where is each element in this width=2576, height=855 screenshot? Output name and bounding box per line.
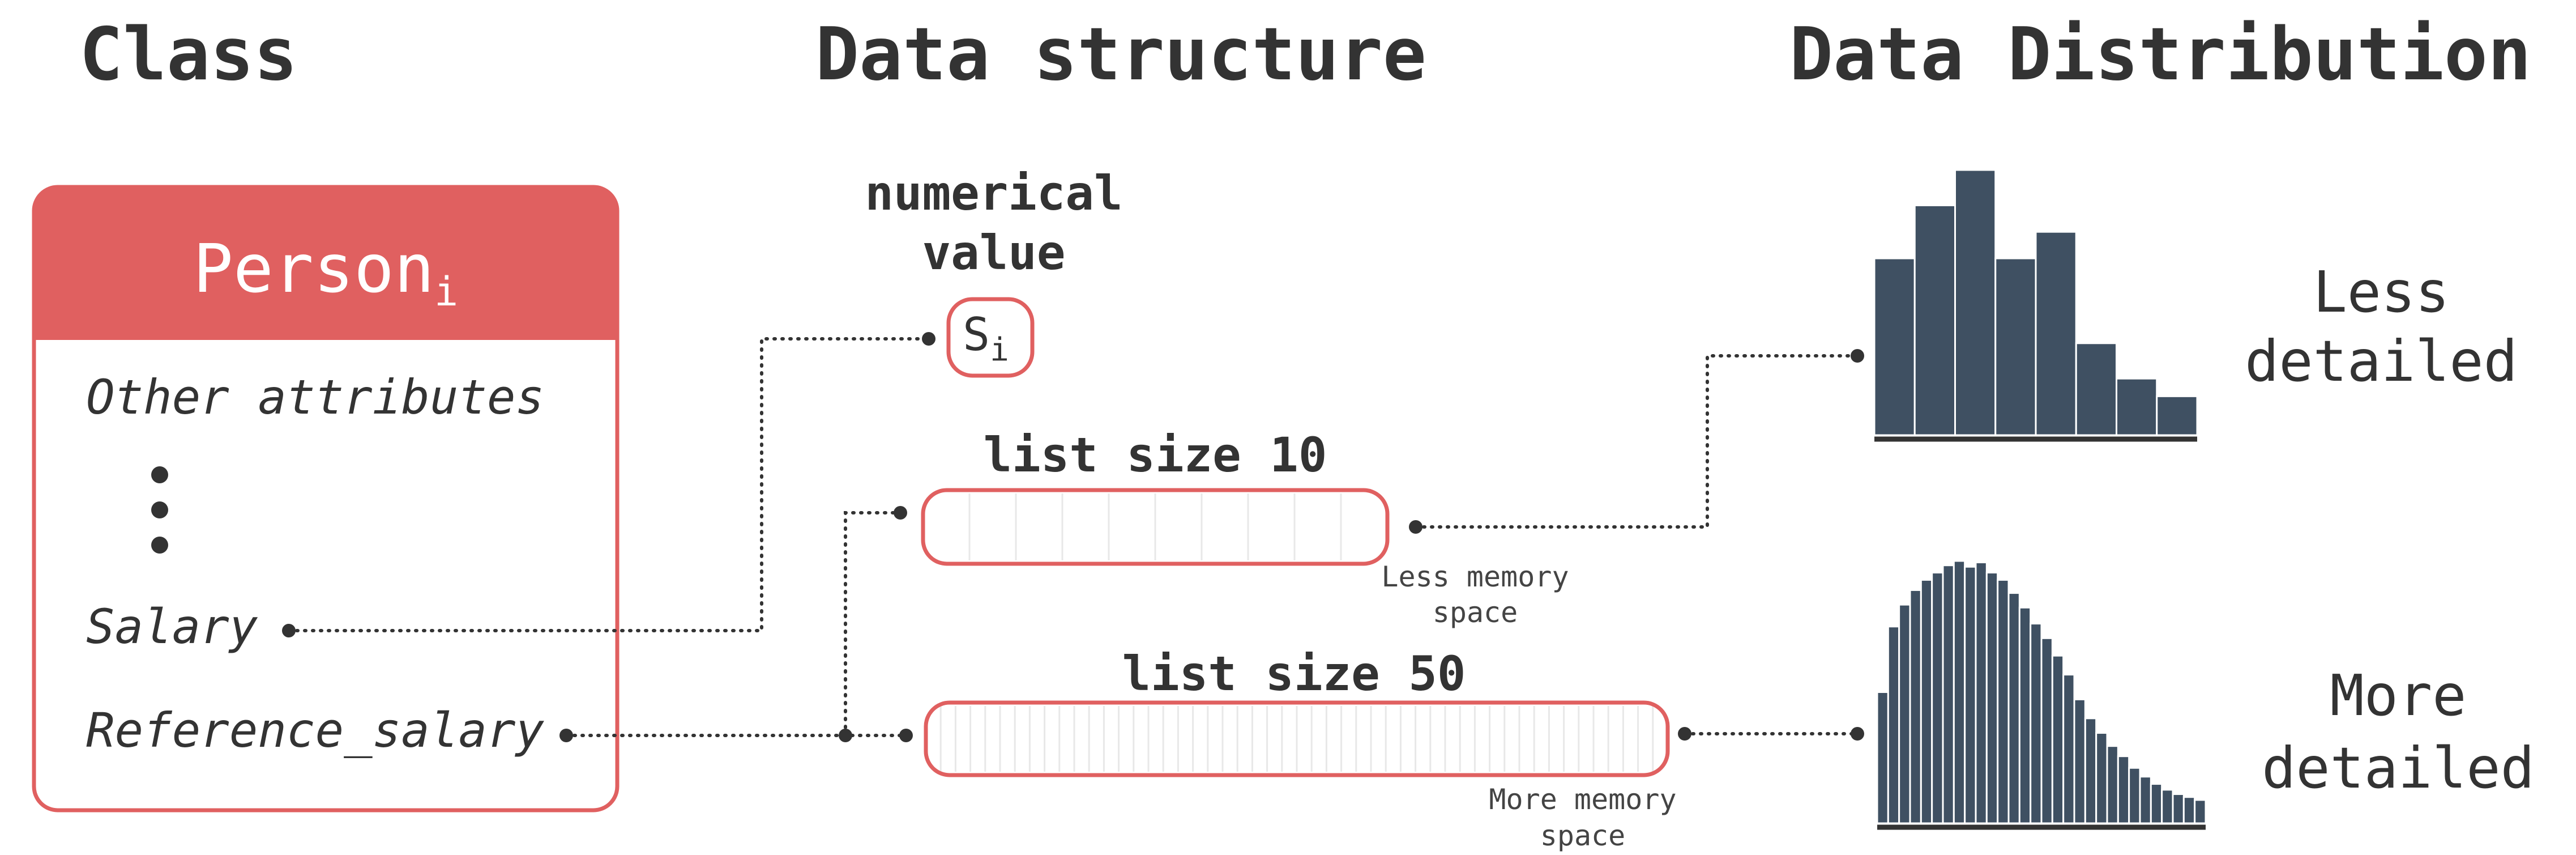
histogram-bar: [1985, 572, 1999, 824]
list-large-box: [924, 700, 1670, 777]
heading-data-distribution: Data Distribution: [1789, 12, 2531, 97]
list-large-label: list size 50: [1122, 646, 1466, 701]
histogram-bar: [2040, 637, 2053, 824]
histogram-bar: [2051, 654, 2065, 824]
connector-small-list-to-histogram: [1414, 354, 1859, 529]
connector-dot: [1851, 727, 1864, 741]
list-small-box: [921, 488, 1390, 566]
histogram-bar: [2062, 674, 2075, 824]
histogram-bar: [2018, 606, 2032, 824]
histogram-bar: [2030, 623, 2043, 824]
histogram-bar: [2150, 783, 2163, 824]
histogram-bar: [1898, 603, 1911, 824]
histogram-bar: [2117, 755, 2130, 824]
histogram-bar: [2116, 377, 2158, 436]
histogram-bar: [1954, 169, 1997, 436]
numerical-symbol-subscript: i: [990, 331, 1009, 368]
connector-dot: [559, 729, 573, 742]
histogram-bar: [1913, 204, 1956, 436]
class-title-subscript: i: [434, 269, 458, 315]
histogram-bar: [1876, 691, 1889, 824]
histogram-bar: [1997, 578, 2010, 824]
connector-dot: [1678, 727, 1691, 741]
histogram-bar: [2156, 395, 2198, 436]
connector-dot: [282, 624, 296, 637]
class-box: Personi Other attributes Salary Referenc…: [32, 185, 620, 813]
histogram-bar: [2106, 745, 2119, 824]
histogram-bar: [2073, 698, 2086, 824]
histogram-bar: [2075, 342, 2117, 436]
ellipsis-dot: [151, 501, 168, 518]
histogram-bar: [1887, 626, 1900, 824]
histogram-bar: [2084, 717, 2097, 824]
heading-data-structure: Data structure: [815, 12, 1426, 97]
histogram-more-label-line1: More: [2330, 662, 2467, 729]
histogram-bar: [1909, 589, 1922, 824]
histogram-less-detailed: [1873, 169, 2198, 436]
class-box-header: [34, 187, 617, 340]
attr-salary: Salary: [86, 599, 258, 654]
connector-dot: [899, 729, 913, 742]
attr-other-attributes: Other attributes: [86, 369, 544, 425]
ellipsis-dot: [151, 466, 168, 483]
attr-reference-salary: Reference_salary: [86, 703, 545, 758]
histogram-bar: [2128, 767, 2141, 824]
histogram-bar: [1920, 578, 1933, 824]
histogram-bar: [1873, 257, 1916, 436]
list-small-label: list size 10: [984, 427, 1327, 483]
histogram-bar: [1953, 560, 1966, 824]
histogram-more-label-line2: detailed: [2262, 735, 2535, 801]
connector-dot: [1409, 520, 1422, 534]
list-large-note-line1: More memory: [1489, 783, 1676, 816]
histogram-bar: [2095, 732, 2108, 824]
histogram-bar: [2182, 796, 2196, 824]
histogram-bar: [1994, 257, 2037, 436]
numerical-label-line2: value: [922, 225, 1066, 280]
histogram-bar: [2007, 592, 2020, 824]
histogram-bar: [1964, 565, 1977, 824]
connector-dot: [894, 506, 907, 520]
ellipsis-dot: [151, 537, 168, 554]
list-small-cells: [968, 494, 1342, 560]
class-title: Personi: [193, 229, 458, 315]
list-small-note-line2: space: [1433, 596, 1518, 629]
connector-dot: [1851, 349, 1864, 363]
numerical-symbol: Si: [963, 308, 1009, 368]
class-title-name: Person: [193, 229, 434, 308]
heading-class: Class: [79, 12, 297, 97]
histogram-bar: [1931, 572, 1944, 824]
histogram-more-detailed: [1876, 560, 2207, 824]
histogram-bar: [2035, 231, 2077, 436]
histogram-bar: [2161, 789, 2174, 824]
list-small-note-line1: Less memory: [1381, 560, 1569, 593]
connector-dot: [922, 332, 935, 346]
histogram-bar: [1975, 562, 1988, 824]
list-large-note-line2: space: [1540, 819, 1626, 852]
histogram-bar: [2139, 776, 2152, 824]
connector-junction-dot: [839, 729, 852, 742]
numerical-symbol-letter: S: [963, 308, 990, 361]
numerical-value-box: [946, 297, 1035, 378]
histogram-less-label-line2: detailed: [2245, 328, 2518, 394]
histogram-bar: [1942, 564, 1955, 824]
histogram-bar: [2172, 793, 2185, 824]
histogram-bar: [2194, 799, 2207, 824]
histogram-less-label-line1: Less: [2313, 259, 2450, 325]
connector-reference-to-small-list: [844, 511, 902, 737]
numerical-label-line1: numerical: [865, 165, 1122, 221]
list-large-cells: [939, 706, 1654, 772]
class-box-border: [32, 185, 620, 813]
connector-salary-to-numerical: [287, 337, 930, 632]
